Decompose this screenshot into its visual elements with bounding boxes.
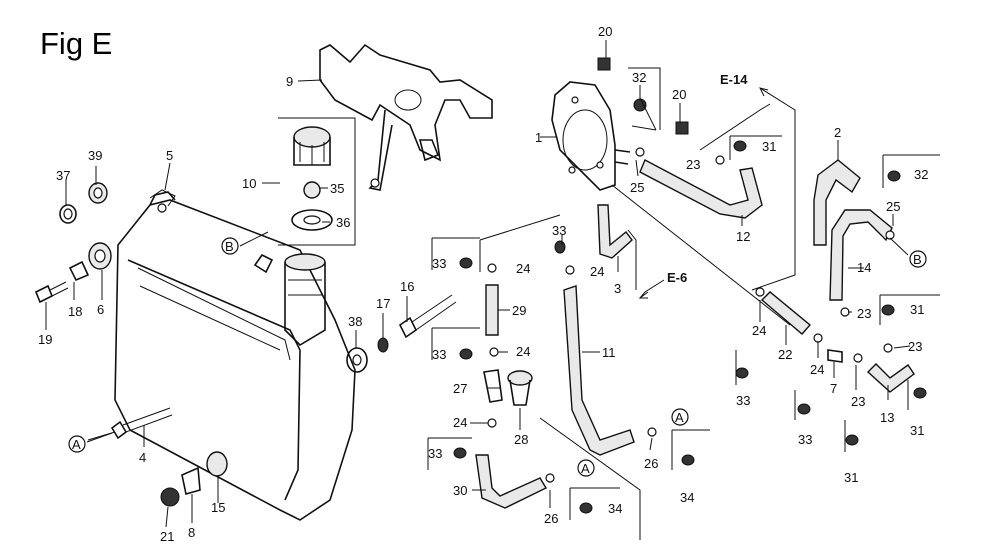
fuel-cap [278,117,356,246]
callout-32a: 32 [632,70,646,85]
callout-10: 10 [242,176,256,191]
callout-25b: 25 [886,199,900,214]
callout-1: 1 [535,130,542,145]
callout-24e: 24 [752,323,766,338]
callout-31c: 31 [910,423,924,438]
leader-lines [45,40,911,540]
callout-17: 17 [376,296,390,311]
callout-23b: 23 [857,306,871,321]
callout-8: 8 [188,525,195,540]
ref-e6: E-6 [667,270,687,285]
marker-a-hose11-label: A [675,410,684,425]
callout-24b: 24 [590,264,604,279]
callout-31a: 31 [762,139,776,154]
callout-20b: 20 [672,87,686,102]
callout-33d: 33 [552,223,566,238]
callout-23d: 23 [851,394,865,409]
callout-31b: 31 [910,302,924,317]
callout-22: 22 [778,347,792,362]
tank-bracket [319,43,493,191]
marker-b-hose-label: B [913,252,922,267]
callout-38-39: 39 [88,148,102,163]
callout-33b: 33 [432,347,446,362]
callout-7: 7 [830,381,837,396]
callout-33a: 33 [432,256,446,271]
hoses [475,159,915,509]
callout-31d: 31 [844,470,858,485]
callout-26a: 26 [644,456,658,471]
callout-6: 6 [97,302,104,317]
callout-34a: 34 [680,490,694,505]
hardware [34,57,927,514]
marker-a-hose30-label: A [581,461,590,476]
callout-33f: 33 [798,432,812,447]
marker-a-hose11 [671,408,689,426]
callout-16: 16 [400,279,414,294]
callout-24d: 24 [453,415,467,430]
callout-27: 27 [453,381,467,396]
callout-20a: 20 [598,24,612,39]
callout-37: 37 [56,168,70,183]
callout-30: 30 [453,483,467,498]
marker-a-bolt-label: A [72,437,81,452]
callout-38: 38 [348,314,362,329]
callout-33e: 33 [736,393,750,408]
callout-13: 13 [880,410,894,425]
callout-28: 28 [514,432,528,447]
callout-21: 21 [160,529,174,544]
callout-24f: 24 [810,362,824,377]
callout-12: 12 [736,229,750,244]
callout-4: 4 [139,450,146,465]
callout-35: 35 [330,181,344,196]
callout-23c: 23 [908,339,922,354]
callout-32b: 32 [914,167,928,182]
callout-26b: 26 [544,511,558,526]
callout-33c: 33 [428,446,442,461]
marker-b-tank [221,237,239,255]
callout-brackets [427,67,940,520]
callout-23a: 23 [686,157,700,172]
callout-18: 18 [68,304,82,319]
callout-24c: 24 [516,344,530,359]
callout-25a: 25 [630,180,644,195]
callout-3: 3 [614,281,621,296]
ref-e14: E-14 [720,72,748,87]
callout-9: 9 [286,74,293,89]
marker-b-hose [909,250,927,268]
callout-29: 29 [512,303,526,318]
callout-2: 2 [834,125,841,140]
callout-34b: 34 [608,501,622,516]
callout-5: 5 [166,148,173,163]
callout-19: 19 [38,332,52,347]
callout-24a: 24 [516,261,530,276]
marker-a-hose30 [577,459,595,477]
marker-a-bolt [68,435,86,453]
callout-36: 36 [336,215,350,230]
fuel-pump [551,81,631,191]
figure-title: Fig E [40,26,112,61]
marker-b-tank-label: B [225,239,234,254]
callout-15: 15 [211,500,225,515]
callout-11: 11 [602,345,616,360]
filler-neck [284,253,326,347]
callout-numbers: 1 2 3 4 5 6 7 8 9 10 11 12 13 14 15 16 1… [38,24,928,544]
callout-14: 14 [857,260,871,275]
reference-markers: B B A A A [68,231,927,477]
